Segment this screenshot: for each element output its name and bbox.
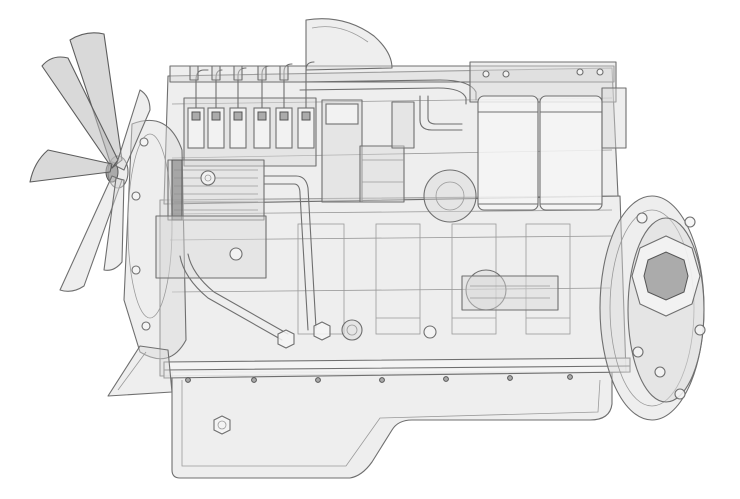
pan-rail <box>163 357 631 383</box>
oil-filter-left <box>477 95 539 211</box>
flywheel-housing <box>599 195 706 421</box>
fan-blade-3 <box>115 89 151 171</box>
oil-filter-right <box>539 95 603 211</box>
engine-block <box>159 195 627 377</box>
fan-blade-6 <box>103 177 125 271</box>
fan-blade-4 <box>29 149 113 183</box>
intake-pipe <box>299 79 477 131</box>
fan-blade-2 <box>41 56 119 169</box>
fan-blade-5 <box>59 175 123 292</box>
coolant-pipes <box>179 175 437 349</box>
turbocharger <box>423 169 559 311</box>
fan-blade-1 <box>69 32 123 169</box>
block-rib-4 <box>525 223 571 335</box>
injection-pump <box>183 61 317 167</box>
front-engine-mount <box>107 345 173 397</box>
thermostat-housing <box>305 18 393 71</box>
block-rib-2 <box>375 223 421 335</box>
timing-cover <box>123 119 187 360</box>
block-rib-3 <box>451 223 497 335</box>
air-compressor <box>155 159 267 279</box>
oil-filters <box>469 61 627 211</box>
drain-plug-bolt <box>213 415 231 435</box>
cooling-fan <box>29 32 151 292</box>
fuel-filter <box>321 99 415 203</box>
oil-pan <box>171 371 613 479</box>
